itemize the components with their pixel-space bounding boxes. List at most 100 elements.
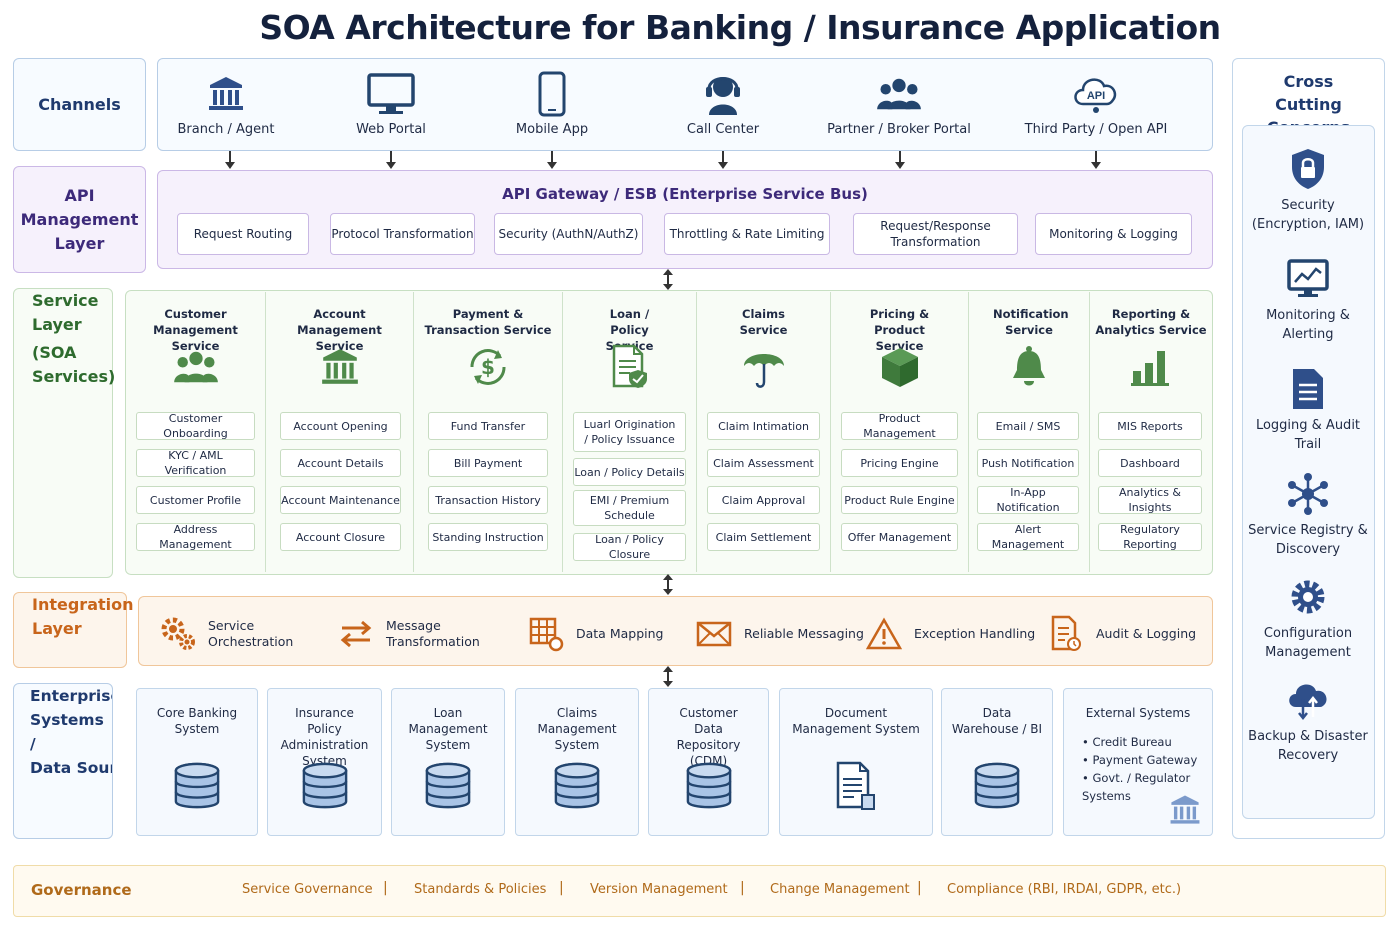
service-item[interactable]: Loan / Policy Closure: [573, 533, 686, 561]
integration-layer-panel: [138, 596, 1213, 666]
channel-third-party-open-api[interactable]: API Third Party / Open API: [1021, 70, 1171, 137]
api-feature-request-response-transformation[interactable]: Request/Response Transformation: [853, 213, 1018, 255]
service-item[interactable]: KYC / AML Verification: [136, 449, 255, 477]
service-item[interactable]: Loan / Policy Details: [573, 458, 686, 486]
gear-icon: [1243, 574, 1373, 620]
governance-item[interactable]: Change Management: [770, 882, 910, 897]
service-item[interactable]: Account Opening: [280, 412, 401, 440]
service-item[interactable]: Claim Assessment: [707, 449, 820, 477]
separator: |: [383, 880, 388, 896]
channel-web-portal[interactable]: Web Portal: [316, 70, 466, 137]
arrow-down: [225, 151, 235, 169]
api-feature-security[interactable]: Security (AuthN/AuthZ): [494, 213, 643, 255]
service-item[interactable]: Transaction History: [428, 486, 548, 514]
bidirectional-arrow: [663, 269, 673, 290]
enterprise-customer-data-repository[interactable]: Customer Data Repository (CDM): [648, 688, 769, 836]
enterprise-external-systems[interactable]: External Systems Credit Bureau Payment G…: [1063, 688, 1213, 836]
cross-cutting-configuration[interactable]: Configuration Management: [1243, 574, 1373, 662]
channels-panel: [157, 58, 1213, 151]
governance-item[interactable]: Service Governance: [242, 882, 373, 897]
service-claims: Claims Service Claim Intimation Claim As…: [697, 292, 831, 572]
integration-reliable-messaging[interactable]: Reliable Messaging: [694, 612, 864, 656]
service-account-management: Account Management Service Account Openi…: [266, 292, 414, 572]
service-item[interactable]: Email / SMS: [977, 412, 1079, 440]
cross-cutting-logging[interactable]: Logging & Audit Trail: [1243, 366, 1373, 454]
enterprise-core-banking[interactable]: Core Banking System: [136, 688, 258, 836]
service-item[interactable]: Bill Payment: [428, 449, 548, 477]
bidirectional-arrow: [663, 574, 673, 595]
service-item[interactable]: In-App Notification: [977, 486, 1079, 514]
bank-building-icon: [266, 344, 413, 390]
arrow-down: [718, 151, 728, 169]
service-item[interactable]: Product Rule Engine: [841, 486, 958, 514]
service-item[interactable]: Customer Onboarding: [136, 412, 255, 440]
grid-mapping-icon: [526, 614, 566, 654]
service-item[interactable]: Account Details: [280, 449, 401, 477]
api-feature-protocol-transformation[interactable]: Protocol Transformation: [330, 213, 475, 255]
database-icon: [942, 761, 1052, 811]
cross-cutting-monitoring[interactable]: Monitoring & Alerting: [1243, 256, 1373, 344]
service-item[interactable]: Push Notification: [977, 449, 1079, 477]
service-item[interactable]: Analytics & Insights: [1098, 486, 1202, 514]
channel-call-center[interactable]: Call Center: [648, 70, 798, 137]
database-icon: [649, 761, 768, 811]
arrow-down: [895, 151, 905, 169]
api-gateway-title: API Gateway / ESB (Enterprise Service Bu…: [502, 185, 868, 203]
service-item[interactable]: Dashboard: [1098, 449, 1202, 477]
enterprise-data-warehouse-bi[interactable]: Data Warehouse / BI: [941, 688, 1053, 836]
shield-lock-icon: [1243, 146, 1373, 192]
cross-cutting-backup[interactable]: Backup & Disaster Recovery: [1243, 677, 1373, 765]
service-item[interactable]: EMI / Premium Schedule: [573, 490, 686, 526]
service-item[interactable]: Claim Intimation: [707, 412, 820, 440]
integration-audit-logging[interactable]: Audit & Logging: [1046, 612, 1196, 656]
service-item[interactable]: Account Maintenance: [280, 486, 401, 514]
service-notification: Notification Service Email / SMS Push No…: [969, 292, 1090, 572]
cross-cutting-security[interactable]: Security (Encryption, IAM): [1243, 146, 1373, 234]
bank-building-icon: [151, 70, 301, 118]
envelope-icon: [694, 614, 734, 654]
separator: |: [917, 880, 922, 896]
service-item[interactable]: Claim Approval: [707, 486, 820, 514]
channel-partner-broker-portal[interactable]: Partner / Broker Portal: [824, 70, 974, 137]
svg-text:$: $: [481, 355, 495, 379]
service-layer-label: Service Layer (SOA Services): [13, 288, 115, 578]
integration-message-transformation[interactable]: Message Transformation: [336, 612, 486, 656]
gears-icon: [158, 614, 198, 654]
service-item[interactable]: Product Management: [841, 412, 958, 440]
service-item[interactable]: Account Closure: [280, 523, 401, 551]
enterprise-insurance-policy-admin[interactable]: Insurance Policy Administration System: [267, 688, 382, 836]
service-item[interactable]: Standing Instruction: [428, 523, 548, 551]
integration-data-mapping[interactable]: Data Mapping: [526, 612, 663, 656]
service-item[interactable]: Address Management: [136, 523, 255, 551]
integration-exception-handling[interactable]: Exception Handling: [864, 612, 1035, 656]
api-cloud-icon: API: [1021, 70, 1171, 118]
service-item[interactable]: Luarl Origination / Policy Issuance: [573, 412, 686, 452]
service-item[interactable]: Claim Settlement: [707, 523, 820, 551]
enterprise-claims-management[interactable]: Claims Management System: [515, 688, 639, 836]
service-item[interactable]: Customer Profile: [136, 486, 255, 514]
mobile-phone-icon: [477, 70, 627, 118]
service-customer-management: Customer Management Service Customer Onb…: [126, 292, 266, 572]
api-feature-request-routing[interactable]: Request Routing: [177, 213, 309, 255]
api-feature-monitoring-logging[interactable]: Monitoring & Logging: [1035, 213, 1192, 255]
service-item[interactable]: MIS Reports: [1098, 412, 1202, 440]
cross-cutting-service-registry[interactable]: Service Registry & Discovery: [1243, 471, 1373, 559]
service-item[interactable]: Alert Management: [977, 523, 1079, 551]
api-feature-throttling[interactable]: Throttling & Rate Limiting: [664, 213, 830, 255]
warning-icon: [864, 614, 904, 654]
channel-branch-agent[interactable]: Branch / Agent: [151, 70, 301, 137]
enterprise-document-management[interactable]: Document Management System: [779, 688, 933, 836]
governance-item[interactable]: Version Management: [590, 882, 728, 897]
governance-item[interactable]: Compliance (RBI, IRDAI, GDPR, etc.): [947, 882, 1182, 897]
integration-service-orchestration[interactable]: Service Orchestration: [158, 612, 308, 656]
service-item[interactable]: Pricing Engine: [841, 449, 958, 477]
channel-mobile-app[interactable]: Mobile App: [477, 70, 627, 137]
service-item[interactable]: Offer Management: [841, 523, 958, 551]
bank-building-icon: [1168, 793, 1202, 831]
enterprise-loan-management[interactable]: Loan Management System: [391, 688, 505, 836]
product-box-icon: [831, 344, 968, 390]
governance-bar: [13, 865, 1386, 917]
governance-item[interactable]: Standards & Policies: [414, 882, 547, 897]
service-item[interactable]: Regulatory Reporting: [1098, 523, 1202, 551]
service-item[interactable]: Fund Transfer: [428, 412, 548, 440]
